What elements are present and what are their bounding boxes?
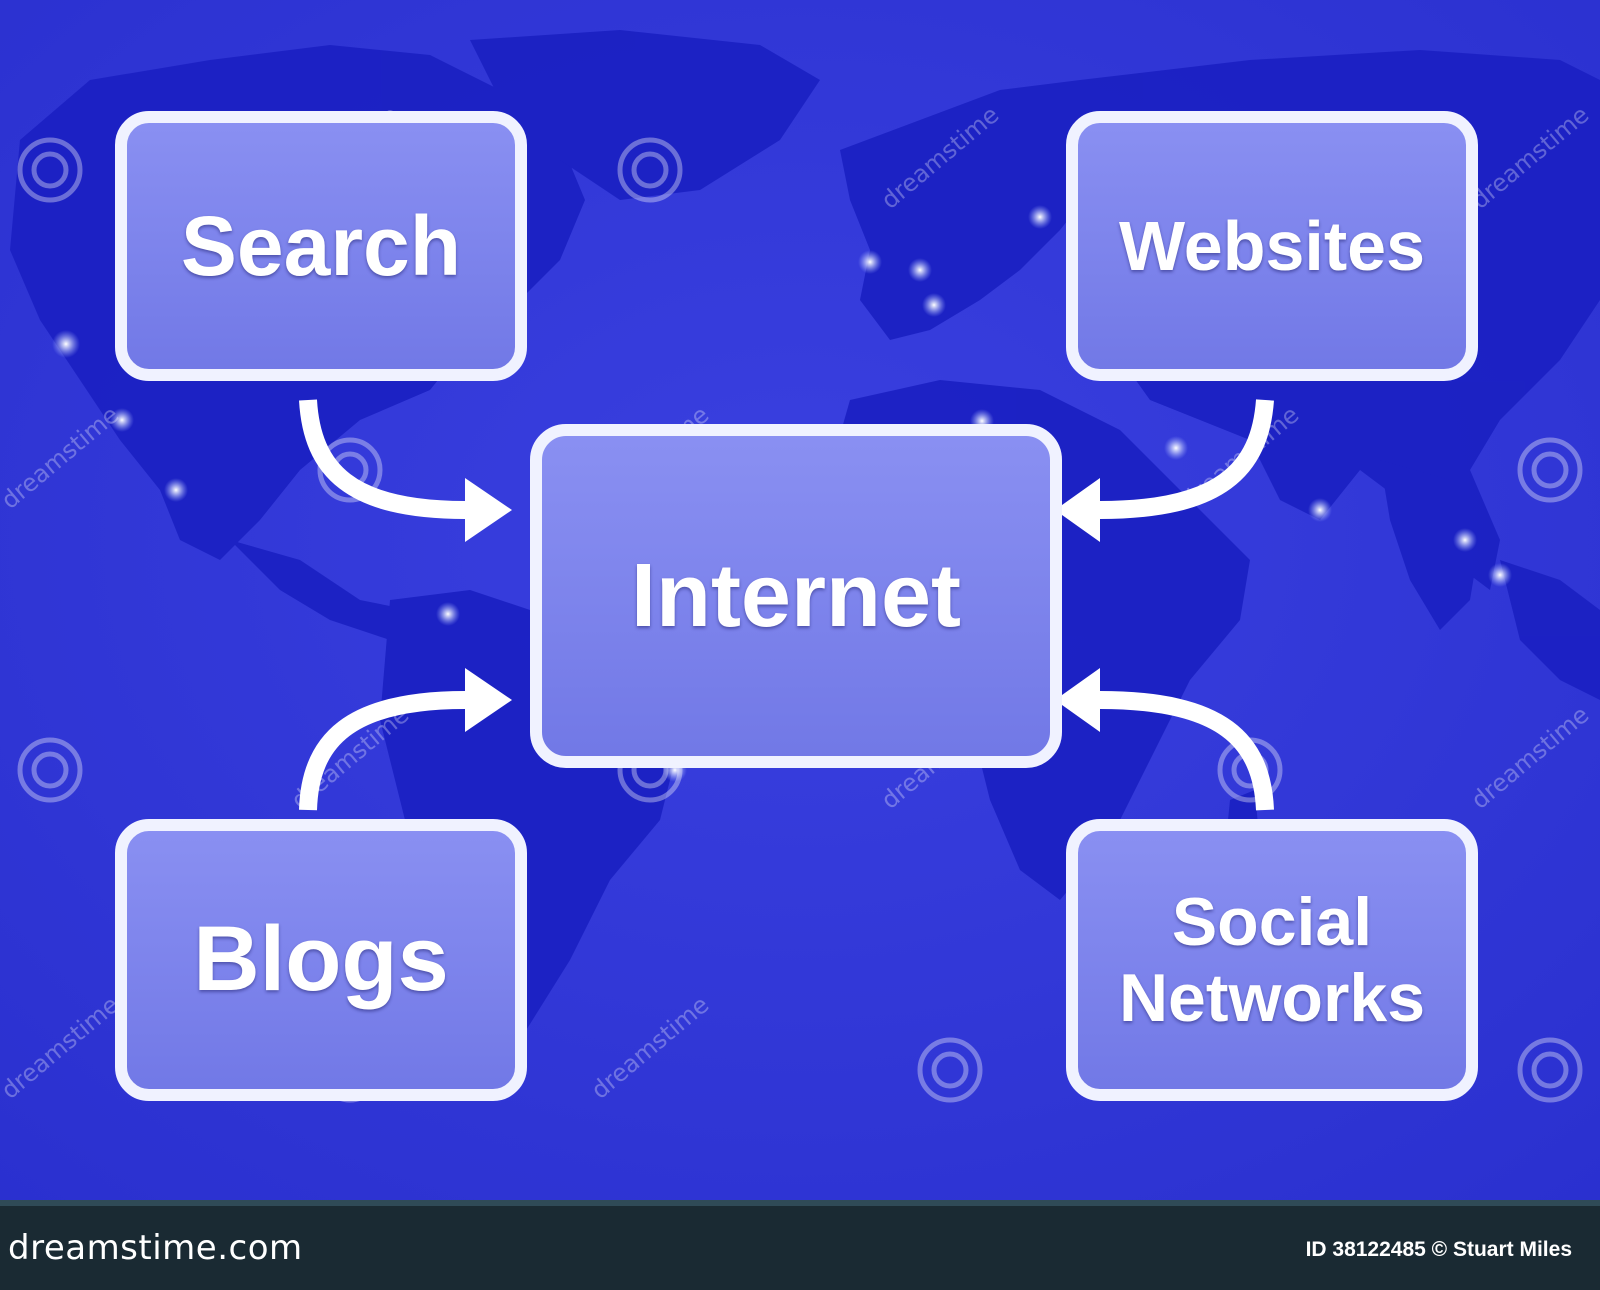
node-internet: Internet (630, 545, 962, 646)
box-websites (1066, 111, 1478, 381)
footer-brand: dreamstime.com (8, 1228, 303, 1268)
arrowhead-search (465, 478, 512, 542)
diagram-canvas: dreamstime dreamstime dreamstime dreamst… (0, 0, 1600, 1200)
box-blogs (115, 819, 527, 1101)
arrowhead-social (1055, 668, 1100, 732)
node-websites: Websites (1118, 206, 1426, 285)
footer-credit: ID 38122485 © Stuart Miles (1305, 1238, 1572, 1261)
node-search: Search (180, 198, 462, 293)
box-internet (530, 424, 1062, 768)
arrow-blogs-to-internet (299, 691, 466, 811)
arrowhead-blogs (465, 668, 512, 732)
node-social-networks: Social Networks (1118, 883, 1426, 1036)
arrow-social-to-internet (1099, 691, 1274, 811)
watermark-spirals (17, 137, 1583, 1103)
arrowhead-websites (1055, 478, 1100, 542)
box-social-networks (1066, 819, 1478, 1101)
node-blogs: Blogs (193, 908, 449, 1011)
arrow-websites-to-internet (1099, 399, 1274, 519)
box-search (115, 111, 527, 381)
node-boxes (115, 111, 1478, 1101)
arrow-search-to-internet (299, 399, 466, 519)
connector-arrows (299, 399, 1274, 811)
footer-bar: dreamstime.com ID 38122485 © Stuart Mile… (0, 1200, 1600, 1290)
